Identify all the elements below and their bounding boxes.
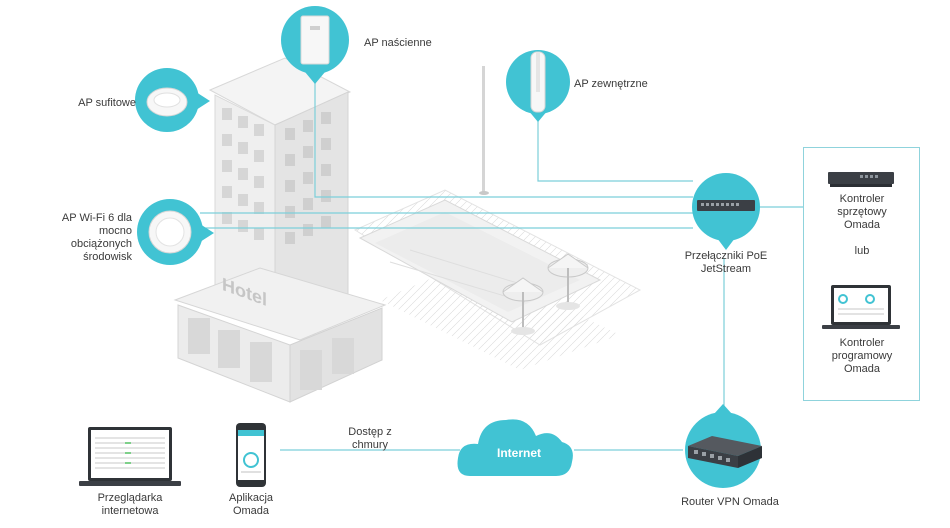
hotel-building [173, 57, 387, 403]
label-ap-outdoor: AP zewnętrzne [574, 78, 648, 90]
label-ap-wifi6: AP Wi-Fi 6 dla mocno obciążonych środowi… [61, 212, 132, 263]
hardware-controller-device [828, 172, 894, 187]
label-sw-controller: Kontroler programowy Omada [831, 337, 893, 375]
outdoor-pole [479, 66, 489, 195]
internet-cloud [457, 419, 573, 476]
label-cloud-access: Dostęp z chmury [348, 426, 392, 451]
label-or: lub [854, 245, 870, 257]
label-switches: Przełączniki PoE JetStream [684, 250, 768, 275]
label-browser: Przeglądarka internetowa [97, 492, 163, 517]
label-internet: Internet [496, 446, 541, 460]
umbrella [547, 253, 589, 310]
label-router: Router VPN Omada [681, 496, 779, 508]
phone-device [236, 423, 266, 487]
controller-options-box [803, 147, 920, 401]
label-hw-controller: Kontroler sprzętowy Omada [837, 193, 887, 231]
software-controller-laptop [822, 285, 900, 329]
connection-lines [200, 72, 803, 451]
ap-outdoor-callout [506, 50, 570, 122]
label-ap-ceiling: AP sufitowe [78, 97, 136, 109]
ap-ceiling-callout [135, 68, 210, 132]
router-callout [685, 404, 762, 488]
switch-callout [692, 173, 760, 250]
ap-wifi6-callout [137, 199, 214, 265]
label-app: Aplikacja Omada [228, 492, 274, 517]
browser-laptop [79, 427, 181, 486]
umbrella [502, 277, 544, 335]
ap-wall-callout [281, 6, 349, 84]
label-ap-wall: AP naścienne [364, 37, 432, 49]
pool-deck [353, 189, 642, 370]
